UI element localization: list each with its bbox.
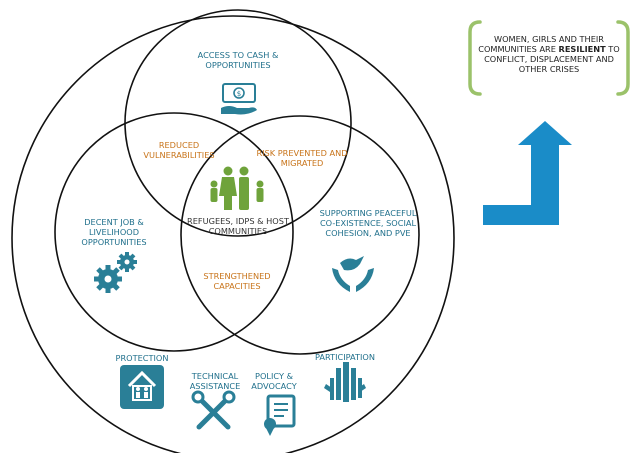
document-certificate-icon bbox=[264, 394, 296, 436]
top-circle-label: ACCESS TO CASH & OPPORTUNITIES bbox=[197, 50, 279, 70]
technical-assistance-label: TECHNICAL ASSISTANCE bbox=[189, 371, 241, 391]
raised-hands-icon bbox=[324, 362, 366, 402]
outer-circle bbox=[11, 15, 455, 453]
outcome-text-emphasis: RESILIENT bbox=[558, 44, 606, 54]
left-circle bbox=[54, 112, 294, 352]
upward-arrow bbox=[483, 121, 572, 225]
top-circle bbox=[124, 9, 352, 237]
outcome-brackets bbox=[468, 20, 630, 96]
overlap-reduced-vulnerabilities: REDUCED VULNERABILITIES bbox=[143, 140, 215, 160]
svg-text:$: $ bbox=[237, 90, 241, 98]
outcome-text-start: WOMEN, GIRLS AND THEIR COMMUNITIES ARE bbox=[478, 34, 604, 54]
house-family-icon bbox=[120, 365, 164, 409]
protection-label: PROTECTION bbox=[115, 353, 169, 363]
gears-icon bbox=[94, 252, 137, 293]
outcome-text-end: TO CONFLICT, DISPLACEMENT AND OTHER CRIS… bbox=[484, 44, 620, 74]
overlap-risk-prevented: RISK PREVENTED AND MIGRATED bbox=[256, 148, 348, 168]
outcome-text: WOMEN, GIRLS AND THEIR COMMUNITIES ARE R… bbox=[478, 34, 620, 74]
right-circle-label: SUPPORTING PEACEFUL CO-EXISTENCE, SOCIAL… bbox=[319, 208, 417, 238]
policy-advocacy-label: POLICY & ADVOCACY bbox=[251, 371, 297, 391]
family-icon bbox=[210, 166, 264, 210]
cash-hand-icon: $ bbox=[221, 83, 257, 115]
right-circle bbox=[180, 115, 420, 355]
participation-label: PARTICIPATION bbox=[314, 352, 375, 362]
dove-hands-icon bbox=[332, 256, 374, 292]
tools-icon bbox=[191, 390, 236, 430]
outcome-box: WOMEN, GIRLS AND THEIR COMMUNITIES ARE R… bbox=[470, 22, 628, 94]
overlap-strengthened-capacities: STRENGTHENED CAPACITIES bbox=[203, 271, 271, 291]
left-circle-label: DECENT JOB & LIVELIHOOD OPPORTUNITIES bbox=[81, 217, 147, 247]
center-label: REFUGEES, IDPS & HOST COMMUNITIES bbox=[187, 216, 289, 236]
